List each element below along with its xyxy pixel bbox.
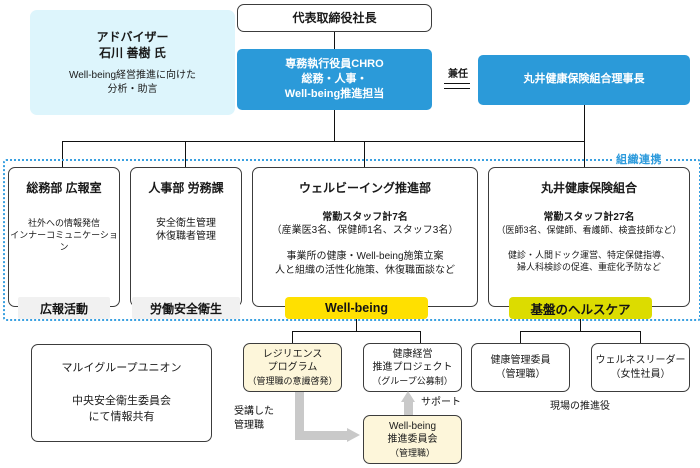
wellness-leader-line2: （女性社員） [610, 368, 671, 380]
advisor-desc-line1: Well-being経営推進に向けた [68, 69, 197, 81]
genba-label: 現場の推進役 [550, 401, 610, 412]
resilience-line2: プログラム [267, 362, 318, 374]
dept-line-kenpo-2: 婦人科検診の促進、重症化予防など [516, 262, 661, 273]
connector-chro-down [334, 110, 335, 141]
connector-leg-soumu [62, 141, 63, 167]
chro-line3: Well-being推進担当 [284, 88, 385, 101]
connector-hc-bottom-bus [520, 331, 640, 332]
dept-line-soumu-2: インナーコミュニケーション [10, 229, 118, 253]
dept-box-kenpo: 丸井健康保険組合 常勤スタッフ計27名 （医師3名、保健師、看護師、検査技師など… [488, 167, 690, 307]
arrow-resilience-vertical [295, 392, 304, 440]
dept-staff-head-kenpo: 常勤スタッフ計27名 [543, 211, 635, 223]
dept-box-soumu: 総務部 広報室 社外への情報発信 インナーコミュニケーション [8, 167, 120, 307]
union-name: マルイグループユニオン [61, 362, 182, 375]
kenko-keiei-project-box: 健康経営 推進プロジェクト （グループ公募制） [363, 343, 462, 392]
kenko-keiei-line3: （グループ公募制） [372, 376, 453, 387]
kenin-label: 兼任 [448, 69, 468, 80]
dept-tag-wellbeing: Well-being [285, 297, 428, 319]
connector-kenpo-down [584, 105, 585, 141]
resilience-program-box: レジリエンス プログラム （管理職の意識啓発） [243, 343, 342, 392]
dept-line-wellbeing-2: 人と組織の活性化施策、休復職面談など [275, 264, 455, 276]
dept-staff-head-wellbeing: 常勤スタッフ計7名 [322, 211, 408, 223]
advisor-desc-line2: 分析・助言 [107, 83, 158, 95]
org-link-label: 組織連携 [612, 151, 666, 167]
dept-line-soumu-1: 社外への情報発信 [27, 217, 100, 228]
resilience-line3: （管理職の意識啓発） [247, 376, 338, 387]
arrow-support-shaft [404, 399, 413, 415]
connector-leg-wellness-leader [640, 331, 641, 343]
arrow-resilience-horizontal [295, 431, 347, 440]
dept-line-jinji-2: 休復職者管理 [156, 231, 216, 243]
wb-committee-line1: Well-being [388, 420, 437, 432]
ceo-box: 代表取締役社長 [237, 4, 432, 32]
advisor-role: アドバイザー [96, 29, 169, 44]
chro-box: 専務執行役員CHRO 総務・人事・ Well-being推進担当 [237, 49, 432, 110]
dept-line-jinji-1: 安全衛生管理 [156, 217, 216, 229]
wellness-leader-box: ウェルネスリーダー （女性社員） [591, 343, 690, 392]
connector-leg-kenkokeiei [420, 331, 421, 343]
arrow-label-line2: 管理職 [234, 420, 264, 431]
kenko-kanri-line2: （管理職） [495, 368, 546, 380]
dept-tag-roudou: 労働安全衛生 [132, 297, 240, 319]
arrow-resilience-head-icon [347, 428, 360, 442]
kenko-kanri-line1: 健康管理委員 [490, 354, 551, 366]
kenpo-chair-box: 丸井健康保険組合理事長 [478, 55, 690, 105]
arrow-support-head-icon [401, 391, 415, 402]
connector-ceo-to-chro [334, 32, 335, 49]
dept-staff-detail-kenpo: （医師3名、保健師、看護師、検査技師など） [496, 225, 682, 236]
kenpo-chair-label: 丸井健康保険組合理事長 [523, 73, 645, 86]
wb-committee-line3: （管理職） [389, 448, 435, 459]
connector-leg-kenpo [584, 141, 585, 167]
kenin-bar-top [444, 83, 470, 84]
union-box: マルイグループユニオン 中央安全衛生委員会 にて情報共有 [31, 344, 212, 442]
arrow-label-block: 受講した 管理職 [234, 405, 294, 433]
chro-line2: 総務・人事・ [301, 72, 368, 85]
dept-box-wellbeing: ウェルビーイング推進部 常勤スタッフ計7名 （産業医3名、保健師1名、スタッフ3… [252, 167, 478, 307]
dept-title-soumu: 総務部 広報室 [26, 181, 102, 195]
kenko-keiei-line1: 健康経営 [392, 348, 433, 360]
connector-wb-bottom-bus [292, 331, 420, 332]
kenko-keiei-line2: 推進プロジェクト [372, 362, 453, 374]
connector-leg-wellbeing [364, 141, 365, 167]
dept-title-kenpo: 丸井健康保険組合 [540, 181, 637, 195]
wb-committee-box: Well-being 推進委員会 （管理職） [363, 415, 462, 464]
dept-title-jinji: 人事部 労務課 [148, 181, 224, 195]
resilience-line1: レジリエンス [262, 348, 323, 360]
dept-box-jinji: 人事部 労務課 安全衛生管理 休復職者管理 [130, 167, 242, 307]
connector-horizontal-bus [62, 141, 585, 142]
wb-committee-line2: 推進委員会 [387, 434, 438, 446]
union-line1: 中央安全衛生委員会 [72, 395, 171, 408]
dept-line-kenpo-1: 健診・人間ドック運営、特定保健指導、 [507, 249, 670, 260]
chro-line1: 専務執行役員CHRO [285, 57, 384, 70]
wellness-leader-line1: ウェルネスリーダー [595, 354, 686, 366]
advisor-name: 石川 善樹 氏 [99, 46, 166, 61]
kenin-bar-bottom [444, 88, 470, 89]
arrow-label-line1: 受講した [234, 406, 274, 417]
advisor-box: アドバイザー 石川 善樹 氏 Well-being経営推進に向けた 分析・助言 [30, 10, 235, 115]
dept-staff-detail-wellbeing: （産業医3名、保健師1名、スタッフ3名） [271, 225, 459, 237]
ceo-label: 代表取締役社長 [292, 10, 377, 25]
connector-leg-jinji [185, 141, 186, 167]
dept-tag-healthcare: 基盤のヘルスケア [509, 297, 652, 319]
dept-line-wellbeing-1: 事業所の健康・Well-being施策立案 [286, 251, 444, 263]
connector-leg-kenko-kanri [520, 331, 521, 343]
dept-title-wellbeing: ウェルビーイング推進部 [298, 181, 431, 195]
union-line2: にて情報共有 [88, 410, 155, 423]
support-label: サポート [421, 397, 461, 408]
dept-tag-koho: 広報活動 [18, 297, 110, 319]
connector-leg-resilience [292, 331, 293, 343]
connector-wb-tag-down [356, 319, 357, 331]
kenko-kanri-iin-box: 健康管理委員 （管理職） [471, 343, 570, 392]
connector-hc-tag-down [580, 319, 581, 331]
